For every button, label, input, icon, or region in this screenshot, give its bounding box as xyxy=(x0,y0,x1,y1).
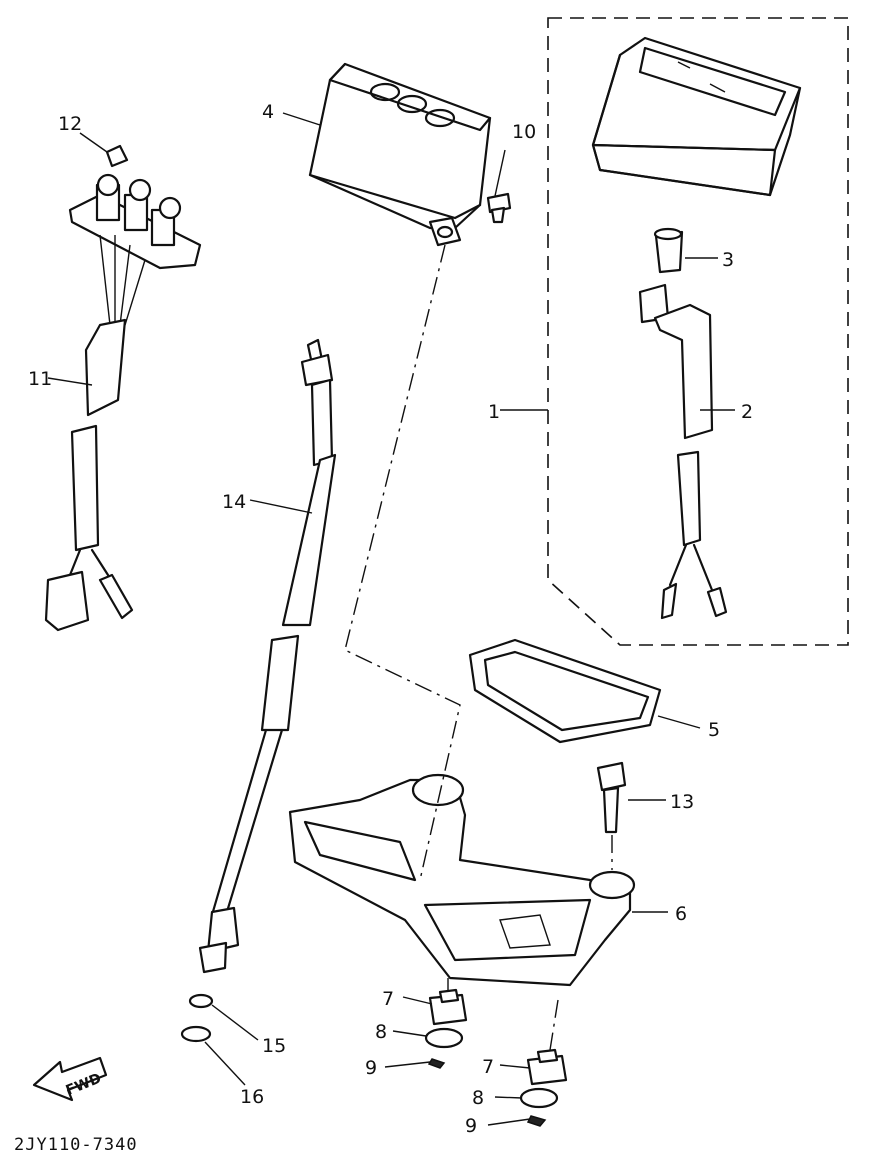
meter-bulb xyxy=(653,227,684,274)
callout-6: 6 xyxy=(675,903,687,925)
callout-5: 5 xyxy=(708,719,720,741)
meter-bracket xyxy=(288,773,636,987)
callout-10: 10 xyxy=(512,121,536,143)
spacer-lower xyxy=(526,1115,547,1127)
assembly-line-case-bracket xyxy=(344,244,461,881)
callout-8-upper: 8 xyxy=(375,1021,387,1043)
callout-13: 13 xyxy=(670,791,694,813)
washer-upper xyxy=(424,1027,464,1049)
callout-15: 15 xyxy=(262,1035,286,1057)
washer xyxy=(180,1025,212,1043)
callout-11: 11 xyxy=(28,368,52,390)
callout-9-upper: 9 xyxy=(365,1057,377,1079)
bolt xyxy=(596,761,627,834)
callout-14: 14 xyxy=(222,491,246,513)
callout-9-lower: 9 xyxy=(465,1115,477,1137)
callout-1: 1 xyxy=(488,401,500,423)
meter-assembly xyxy=(591,36,802,197)
callout-2: 2 xyxy=(741,401,753,423)
speedometer-cable xyxy=(198,338,337,974)
clip xyxy=(188,993,214,1009)
callout-8-lower: 8 xyxy=(472,1087,484,1109)
diagram-code: 2JY110-7340 xyxy=(14,1135,138,1155)
cushion xyxy=(468,638,662,744)
screw xyxy=(486,192,512,224)
damper-upper xyxy=(428,988,468,1026)
assembly-group-1-boundary xyxy=(547,17,849,646)
callout-16: 16 xyxy=(240,1086,264,1108)
forward-direction-arrow: FWD xyxy=(32,1056,108,1102)
indicator-light-assembly xyxy=(44,173,202,632)
meter-case xyxy=(308,62,492,247)
callout-12: 12 xyxy=(58,113,82,135)
bulb-socket-cord xyxy=(638,283,728,620)
callout-7-upper: 7 xyxy=(382,988,394,1010)
indicator-bulb xyxy=(105,144,129,168)
callout-4: 4 xyxy=(262,101,274,123)
callout-3: 3 xyxy=(722,249,734,271)
washer-lower xyxy=(519,1087,559,1109)
callout-7-lower: 7 xyxy=(482,1056,494,1078)
damper-lower xyxy=(526,1048,568,1086)
leader-lines xyxy=(47,112,735,1126)
assembly-line-damper-lower xyxy=(549,999,559,1051)
spacer-upper xyxy=(427,1058,446,1069)
